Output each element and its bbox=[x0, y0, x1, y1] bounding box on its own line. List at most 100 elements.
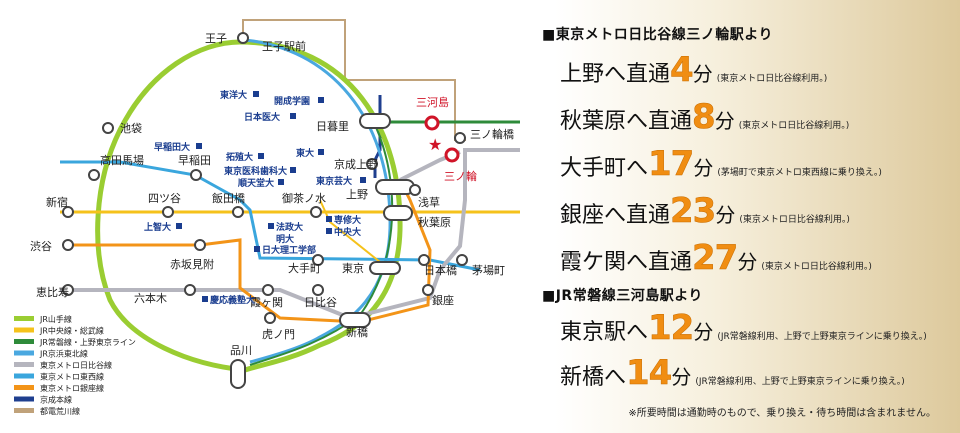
akihabara-interchange-marker bbox=[383, 205, 413, 221]
station-toranomon: 虎ノ門 bbox=[262, 328, 295, 341]
univ-marker-nichii bbox=[290, 113, 296, 119]
univ-marker-juntendo bbox=[278, 179, 284, 185]
ueno-tokyo-line bbox=[249, 124, 394, 366]
route-destination: 銀座へ直通 bbox=[560, 203, 671, 228]
legend-label: 都電荒川線 bbox=[40, 406, 80, 416]
station-hibiya: 日比谷 bbox=[304, 296, 337, 309]
shimbashi-interchange-marker bbox=[339, 312, 371, 328]
mikawashima-marker bbox=[424, 115, 440, 131]
legend-swatch bbox=[14, 327, 34, 333]
univ-todai: 東大 bbox=[296, 147, 314, 159]
shinjuku-station-dot bbox=[62, 206, 74, 218]
route-unit: 分 bbox=[737, 250, 758, 274]
legend-swatch bbox=[14, 339, 34, 344]
toranomon-station-dot bbox=[264, 312, 276, 324]
route-destination: 秋葉原へ直通 bbox=[560, 109, 693, 134]
route-unit: 分 bbox=[671, 365, 692, 389]
univ-marker-toyo bbox=[253, 91, 259, 97]
station-nippori: 日暮里 bbox=[316, 119, 349, 133]
route-minutes: 8 bbox=[692, 97, 716, 138]
route-note: (東京メトロ日比谷線利用。) bbox=[738, 121, 850, 131]
univ-marker-nit bbox=[254, 246, 260, 252]
station-shimbashi: 新橋 bbox=[346, 325, 368, 339]
univ-marker-sophia bbox=[176, 223, 182, 229]
minowabashi-station-dot bbox=[454, 132, 466, 144]
route-note: (東京メトロ日比谷線利用。) bbox=[739, 215, 850, 225]
route-row: 新橋へ14分(JR常磐線利用、上野で上野東京ラインに乗り換え。) bbox=[560, 353, 905, 394]
legend-swatch bbox=[14, 362, 34, 367]
station-minowa: 三ノ輪 bbox=[444, 169, 477, 183]
univ-waseda: 早稲田大 bbox=[154, 141, 190, 153]
kayabacho-station-dot bbox=[456, 254, 468, 266]
ueno-interchange-marker bbox=[375, 179, 415, 195]
station-minowabashi: 三ノ輪橋 bbox=[470, 127, 514, 141]
ebisu-station-dot bbox=[62, 284, 74, 296]
route-minutes: 12 bbox=[648, 308, 695, 349]
route-note: (東京メトロ日比谷線利用。) bbox=[761, 262, 872, 272]
univ-chuo: 中央大 bbox=[334, 226, 361, 238]
univ-keio: 慶応義塾大 bbox=[210, 294, 255, 306]
route-destination: 東京駅へ bbox=[560, 320, 649, 345]
station-ueno: 上野 bbox=[346, 188, 368, 201]
route-unit: 分 bbox=[693, 320, 714, 344]
legend-swatch bbox=[14, 373, 34, 379]
route-row: 大手町へ17分(茅場町で東京メトロ東西線に乗り換え。) bbox=[560, 144, 882, 185]
hibiya-station-dot bbox=[312, 284, 324, 296]
route-minutes: 27 bbox=[692, 238, 739, 279]
takadanobaba-station-dot bbox=[88, 169, 100, 181]
legend-label: JR京浜東北線 bbox=[39, 349, 88, 359]
iidabashi-station-dot bbox=[232, 206, 244, 218]
legend-label: JR中央線・総武線 bbox=[39, 326, 104, 336]
property-star-icon: ★ bbox=[428, 135, 442, 154]
univ-tokyo-geidai: 東京芸大 bbox=[316, 175, 352, 187]
legend-label: JR山手線 bbox=[39, 314, 72, 324]
legend-label: JR常磐線・上野東京ライン bbox=[39, 337, 136, 347]
station-kasumigaseki: 霞ヶ関 bbox=[250, 296, 283, 309]
legend-swatch bbox=[14, 385, 34, 390]
univ-marker-ika-shika bbox=[290, 167, 296, 173]
univ-toyo: 東洋大 bbox=[220, 89, 247, 101]
station-yotsuya: 四ツ谷 bbox=[148, 192, 181, 205]
univ-marker-hosei bbox=[268, 223, 274, 229]
kasumigaseki-station-dot bbox=[262, 284, 274, 296]
access-info-panel: ■東京メトロ日比谷線三ノ輪駅より 上野へ直通4分(東京メトロ日比谷線利用。)秋葉… bbox=[520, 0, 960, 433]
route-note: (JR常磐線利用、上野で上野東京ラインに乗り換え。) bbox=[695, 377, 905, 387]
route-destination: 大手町へ bbox=[560, 156, 649, 181]
route-destination: 霞ケ関へ直通 bbox=[560, 250, 693, 275]
station-ochanomizu: 御茶ノ水 bbox=[282, 191, 326, 205]
route-minutes: 4 bbox=[670, 50, 694, 91]
station-ebisu: 恵比寿 bbox=[36, 285, 69, 299]
station-kayabacho: 茅場町 bbox=[472, 264, 505, 277]
univ-hosei: 法政大 bbox=[276, 221, 303, 233]
ikebukuro-station-dot bbox=[102, 122, 114, 134]
univ-marker-senshu bbox=[326, 216, 332, 222]
route-note: (東京メトロ日比谷線利用。) bbox=[716, 74, 828, 84]
route-unit: 分 bbox=[693, 156, 714, 180]
roppongi-station-dot bbox=[184, 284, 196, 296]
univ-tokyo-ika-shika: 東京医科歯科大 bbox=[224, 165, 287, 177]
route-note: (JR常磐線利用、上野で上野東京ラインに乗り換え。) bbox=[717, 332, 927, 342]
route-row: 東京駅へ12分(JR常磐線利用、上野で上野東京ラインに乗り換え。) bbox=[560, 308, 927, 349]
route-minutes: 14 bbox=[626, 353, 673, 394]
univ-marker-todai bbox=[318, 149, 324, 155]
univ-sophia: 上智大 bbox=[144, 221, 171, 233]
univ-marker-geidai bbox=[360, 177, 366, 183]
station-shibuya: 渋谷 bbox=[30, 240, 52, 253]
ochanomizu-station-dot bbox=[310, 206, 322, 218]
legend-swatch bbox=[14, 408, 34, 413]
station-keisei-ueno: 京成上野 bbox=[334, 157, 378, 171]
legend-swatch bbox=[14, 350, 34, 356]
legend-label: 東京メトロ東西線 bbox=[40, 372, 104, 382]
section-minowa-title: ■東京メトロ日比谷線三ノ輪駅より bbox=[542, 27, 773, 43]
legend-label: 東京メトロ日比谷線 bbox=[40, 360, 112, 370]
footnote: ※所要時間は通勤時のもので、乗り換え・待ち時間は含まれません。 bbox=[628, 408, 936, 419]
route-unit: 分 bbox=[692, 62, 713, 86]
yotsuya-station-dot bbox=[162, 206, 174, 218]
station-otemachi: 大手町 bbox=[288, 261, 321, 275]
station-oji-ekimae: 王子駅前 bbox=[262, 39, 306, 53]
station-shinjuku: 新宿 bbox=[46, 195, 68, 209]
keisei-ueno-station-dot bbox=[366, 158, 378, 170]
univ-marker-keio bbox=[202, 296, 208, 302]
akasaka-mitsuke-station-dot bbox=[194, 239, 206, 251]
univ-nichii: 日本医大 bbox=[244, 111, 280, 123]
